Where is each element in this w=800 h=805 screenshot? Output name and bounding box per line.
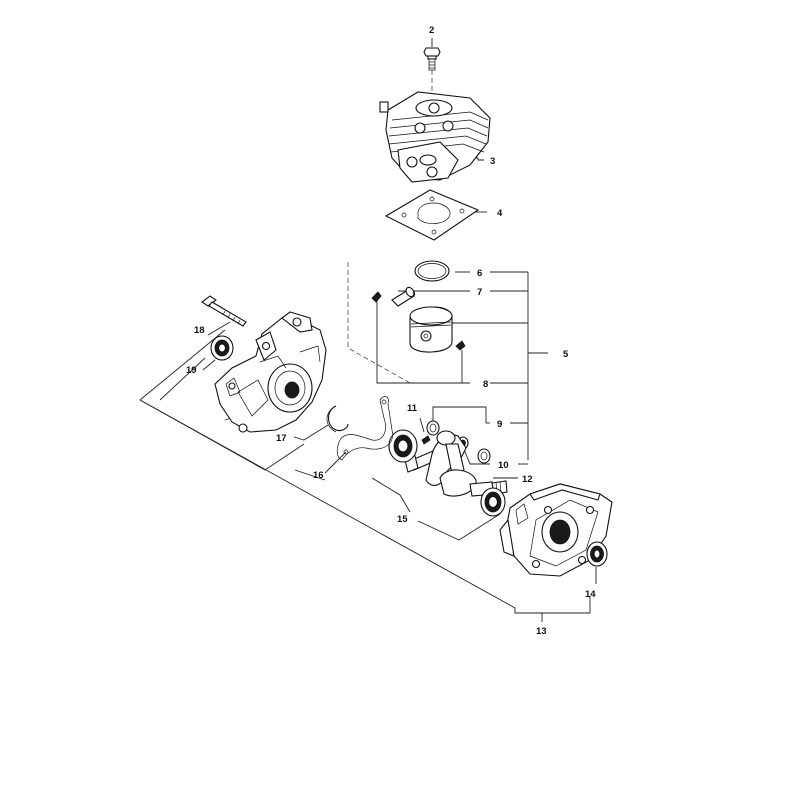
part-9-washers: [426, 420, 491, 464]
callout-7: 7: [477, 287, 482, 298]
callout-11: 11: [407, 403, 418, 414]
callout-4: 4: [497, 208, 503, 219]
callout-labels: 2 3 4 6 7 5 8 11 9 10 12 15 16 17 18 19 …: [186, 25, 596, 637]
callout-17: 17: [276, 433, 287, 444]
part-14-oil-seal: [586, 541, 608, 567]
callout-15: 15: [397, 514, 408, 525]
callout-6: 6: [477, 268, 482, 279]
part-17-circlip: [326, 405, 349, 433]
part-11-key: [421, 435, 431, 445]
leader-lines: [139, 38, 597, 622]
callout-8: 8: [483, 379, 488, 390]
part-4-gasket: [384, 189, 480, 241]
part-18-long-bolt: [201, 295, 247, 327]
part-2-bolt: [423, 47, 441, 71]
part-8-circlips: [371, 291, 466, 351]
callout-12: 12: [522, 474, 533, 485]
callout-10: 10: [498, 460, 509, 471]
callout-14: 14: [585, 589, 596, 600]
crankcase-right-half: [499, 483, 613, 577]
part-7-piston-pin: [391, 286, 416, 307]
callout-9: 9: [497, 419, 502, 430]
callout-5: 5: [563, 349, 569, 360]
callout-13: 13: [536, 626, 547, 637]
callout-2: 2: [429, 25, 434, 36]
part-19-oil-seal: [210, 335, 234, 361]
part-6-piston-ring: [414, 260, 450, 282]
callout-19: 19: [186, 365, 197, 376]
callout-18: 18: [194, 325, 205, 336]
callout-3: 3: [490, 156, 495, 167]
crankcase-left-half: [214, 311, 327, 433]
callout-16: 16: [313, 470, 324, 481]
part-5-piston: [409, 306, 453, 353]
part-12-crankshaft: [403, 430, 508, 497]
part-15-bearings: [388, 429, 506, 517]
part-3-cylinder: [379, 91, 491, 183]
part-16-gasket: [336, 396, 393, 461]
